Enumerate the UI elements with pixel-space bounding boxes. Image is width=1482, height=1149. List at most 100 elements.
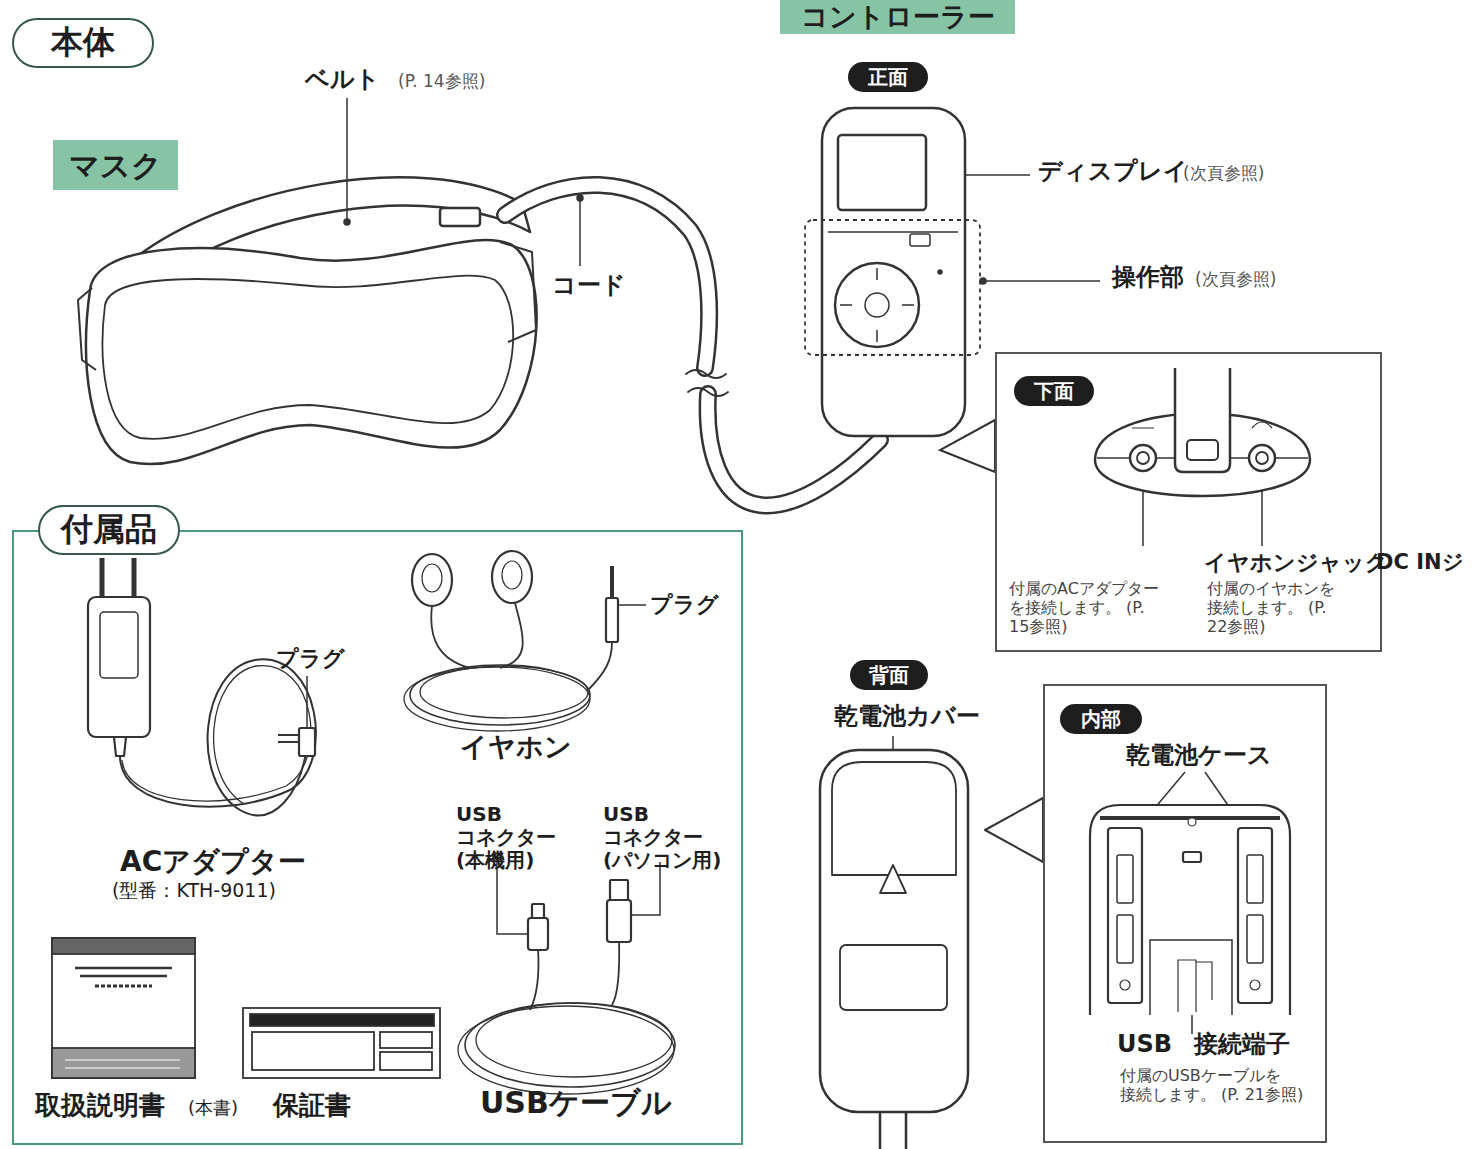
callout-note: 付属のUSBケーブルを 接続します。 (P. 21参照): [1120, 1066, 1320, 1104]
controller-back: [820, 750, 1043, 1149]
controller-bottom: [1132, 422, 1272, 428]
controller-front: [910, 234, 930, 246]
warranty-card: [252, 1032, 374, 1070]
earphones: [404, 551, 618, 731]
part-name: プラグ: [650, 592, 719, 617]
ac-adapter: [114, 737, 126, 756]
usb-cable: [607, 900, 631, 942]
manual-booklet: [95, 985, 152, 988]
controller-front: [822, 108, 965, 436]
node-label: 付属品: [38, 505, 180, 555]
mask-body: [103, 276, 514, 439]
part-name: 乾電池ケース: [1126, 742, 1272, 770]
manual-booklet: [52, 938, 195, 954]
ac-adapter: [120, 659, 316, 815]
leader-line: [983, 280, 1100, 282]
controller-front: [805, 108, 980, 436]
earphones: [431, 603, 522, 668]
leader-line: [980, 278, 986, 284]
controller-bottom: [1175, 368, 1230, 472]
controller-bottom: [940, 420, 995, 472]
part-name: DC INジ: [1376, 550, 1464, 574]
controller-back: [985, 798, 1043, 862]
part-name: ディスプレイ: [1038, 158, 1188, 186]
warranty-card: [243, 1008, 440, 1078]
part-name: イヤホンジャック: [1204, 550, 1388, 575]
controller-bottom: [1130, 445, 1156, 471]
part-name: (次頁参照): [1195, 270, 1276, 290]
battery-compartment: [1117, 915, 1133, 963]
warranty-card: [243, 1008, 440, 1078]
battery-compartment: [1238, 828, 1272, 1003]
manual-booklet: [65, 1060, 180, 1068]
battery-compartment: [1183, 852, 1201, 862]
part-name: イヤホン: [460, 731, 572, 762]
manual-booklet: [52, 938, 195, 1078]
group-label-box: コントローラー: [780, 0, 1015, 34]
controller-back: [832, 762, 956, 875]
battery-compartment: [1188, 818, 1196, 826]
part-name: (P. 14参照): [398, 72, 485, 92]
view-label-pill: 下面: [1014, 376, 1094, 406]
node-label: 本体: [51, 25, 115, 60]
battery-compartment: [1247, 855, 1263, 903]
battery-compartment: [1108, 828, 1142, 1003]
manual-booklet: [52, 1048, 195, 1078]
earphones: [606, 598, 618, 642]
part-name: USBケーブル: [480, 1086, 672, 1121]
usb-cable: [610, 880, 628, 900]
part-name: 乾電池カバー: [834, 703, 980, 731]
leader-line: [618, 604, 646, 606]
usb-cable: [458, 1006, 674, 1094]
usb-cable: [458, 880, 675, 1094]
part-name: ベルト: [305, 66, 380, 94]
view-label-pill: 背面: [850, 660, 928, 690]
battery-compartment: [1250, 980, 1260, 990]
battery-compartment: [1090, 805, 1290, 1015]
leader-line: [307, 98, 1262, 1034]
battery-compartment: [1247, 915, 1263, 963]
node-label: 下面: [1034, 380, 1074, 402]
mask-strap: [440, 208, 480, 226]
view-label-pill: 内部: [1060, 704, 1142, 734]
warranty-card: [250, 1014, 434, 1026]
controller-front: [840, 268, 914, 342]
manual-booklet: [75, 968, 172, 976]
mask-body: [78, 288, 96, 370]
part-name: ACアダプター: [120, 846, 306, 878]
mask-body: [78, 240, 537, 464]
ac-adapter: [102, 558, 134, 597]
earphones: [412, 554, 452, 606]
mask-body: [86, 240, 537, 464]
warranty-card: [380, 1052, 432, 1070]
controller-bottom: [1137, 452, 1149, 464]
controller-back: [840, 945, 947, 1010]
mask-cord: [688, 388, 728, 396]
controller-front: [838, 135, 926, 210]
controller-front: [828, 231, 958, 233]
node-label: 正面: [868, 66, 908, 88]
callout-note: 付属のイヤホンを 接続します。 (P. 22参照): [1207, 579, 1375, 637]
earphones: [610, 566, 614, 598]
earphones: [588, 642, 612, 690]
controller-back: [880, 865, 906, 893]
battery-compartment: [1178, 960, 1212, 1012]
mask-cord: [686, 370, 726, 378]
part-name: USB 接続端子: [1117, 1031, 1290, 1059]
part-name: (次頁参照): [1183, 164, 1264, 184]
mask-body: [500, 242, 536, 342]
callout-box: 付属のACアダプター を接続します。 (P. 15参照) 付属のイヤホンを 接続し…: [995, 352, 1382, 652]
controller-front: [835, 263, 919, 347]
node-label: 内部: [1081, 708, 1121, 730]
battery-compartment: [1120, 980, 1130, 990]
controller-front: [805, 220, 980, 355]
part-name: コード: [552, 272, 626, 300]
controller-back: [880, 1112, 906, 1149]
earphones: [492, 551, 532, 603]
battery-compartment: [1117, 855, 1133, 903]
battery-compartment: [1090, 805, 1290, 1015]
node-label: 背面: [869, 664, 909, 686]
ac-adapter: [88, 558, 316, 815]
callout-note: 付属のACアダプター を接続します。 (P. 15参照): [1009, 579, 1187, 637]
controller-front: [865, 293, 889, 317]
